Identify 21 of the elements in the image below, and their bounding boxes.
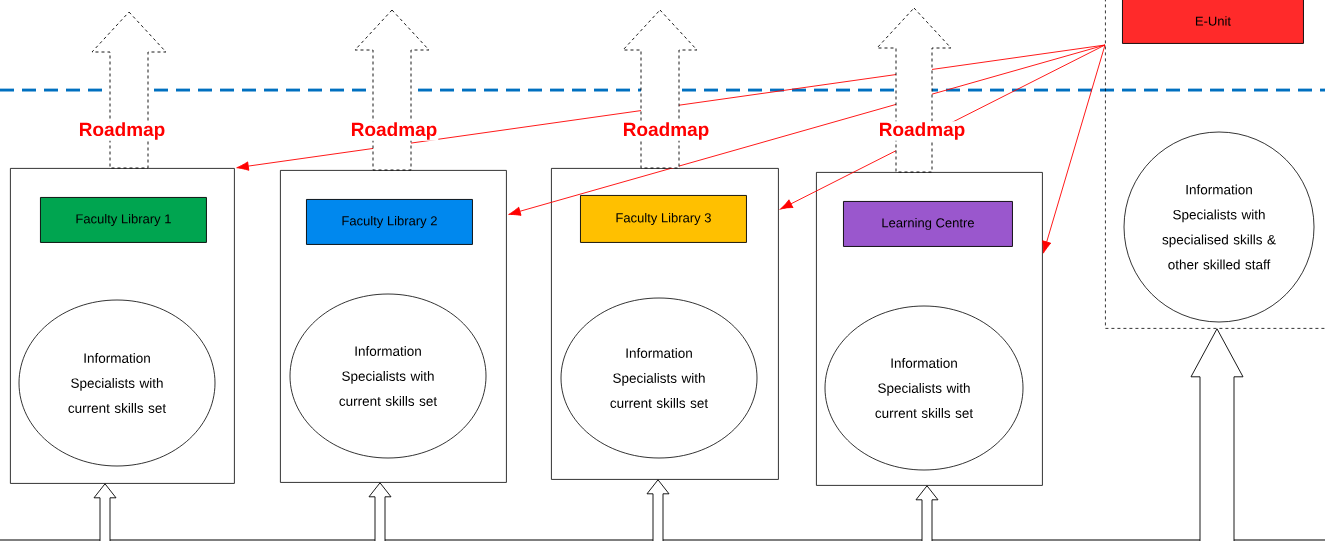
unit-panel (1105, 0, 1325, 329)
library-panel (816, 172, 1043, 486)
roadmap-label: Roadmap (877, 121, 967, 141)
arrow (508, 44, 1106, 216)
block-arrow (646, 479, 670, 541)
library-panel (280, 170, 507, 483)
roadmap-label: Roadmap (77, 121, 167, 141)
name-box: Faculty Library 2 (306, 199, 473, 245)
arrow (1042, 44, 1106, 254)
name-box: E-Unit (1122, 0, 1304, 44)
block-arrow (368, 482, 392, 541)
library-panel (551, 168, 779, 480)
name-box: Faculty Library 1 (40, 197, 207, 243)
name-box: Learning Centre (843, 201, 1013, 247)
roadmap-label: Roadmap (349, 121, 439, 141)
block-arrow (1190, 328, 1244, 541)
block-arrow (93, 483, 117, 541)
library-panel (10, 168, 235, 484)
roadmap-label: Roadmap (621, 121, 711, 141)
block-arrow (915, 485, 939, 541)
name-box: Faculty Library 3 (580, 195, 747, 243)
